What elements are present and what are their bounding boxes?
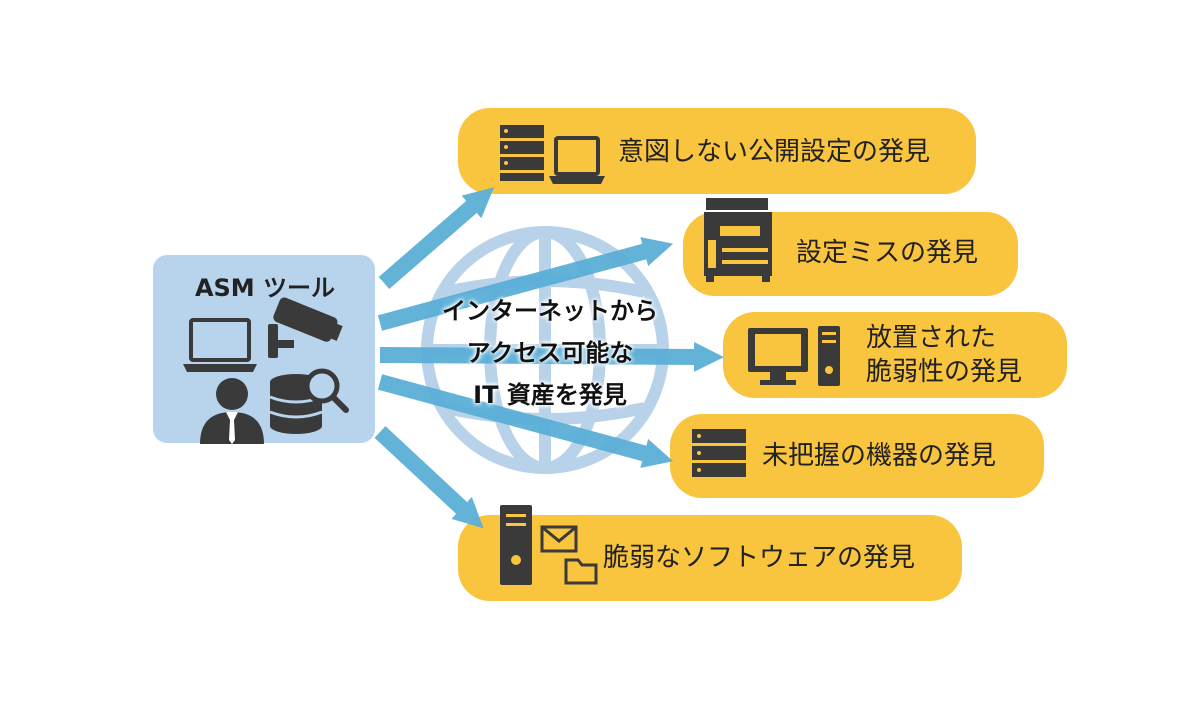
finding-label-4: 未把握の機器の発見 <box>762 441 997 471</box>
tower-pc-icon <box>500 505 532 585</box>
laptop-icon <box>549 136 605 184</box>
folder-icon <box>564 558 598 585</box>
database-search-icon <box>269 368 349 434</box>
center-caption-line-3: IT 資産を発見 <box>473 381 627 409</box>
finding-pill-3 <box>723 312 1067 398</box>
mail-icon <box>540 525 578 553</box>
laptop-icon <box>183 318 257 372</box>
server-icon <box>500 125 544 181</box>
arrow-to-pill-4 <box>377 374 674 468</box>
arrow-to-pill-3 <box>379 341 724 372</box>
finding-label-3b: 脆弱性の発見 <box>866 357 1023 387</box>
desktop-computer-icon <box>748 326 840 386</box>
center-caption-line-2: アクセス可能な <box>466 339 634 367</box>
finding-pill-5 <box>458 515 962 601</box>
asm-tool-title: ASM ツール <box>194 274 336 302</box>
finding-label-2: 設定ミスの発見 <box>796 238 979 268</box>
user-avatar-icon <box>200 378 264 444</box>
center-caption: インターネットから アクセス可能な IT 資産を発見 <box>400 290 700 416</box>
printer-icon <box>704 198 772 282</box>
server-icon <box>692 429 746 477</box>
security-camera-icon <box>268 297 343 358</box>
finding-pill-4 <box>670 414 1044 498</box>
arrow-to-pill-2 <box>377 237 674 331</box>
center-caption-line-1: インターネットから <box>442 297 658 325</box>
finding-label-3a: 放置された <box>866 323 997 353</box>
finding-label-1: 意図しない公開設定の発見 <box>618 137 931 167</box>
arrow-to-pill-5 <box>374 426 484 529</box>
arrow-to-pill-1 <box>378 187 495 290</box>
finding-label-5: 脆弱なソフトウェアの発見 <box>603 543 916 573</box>
